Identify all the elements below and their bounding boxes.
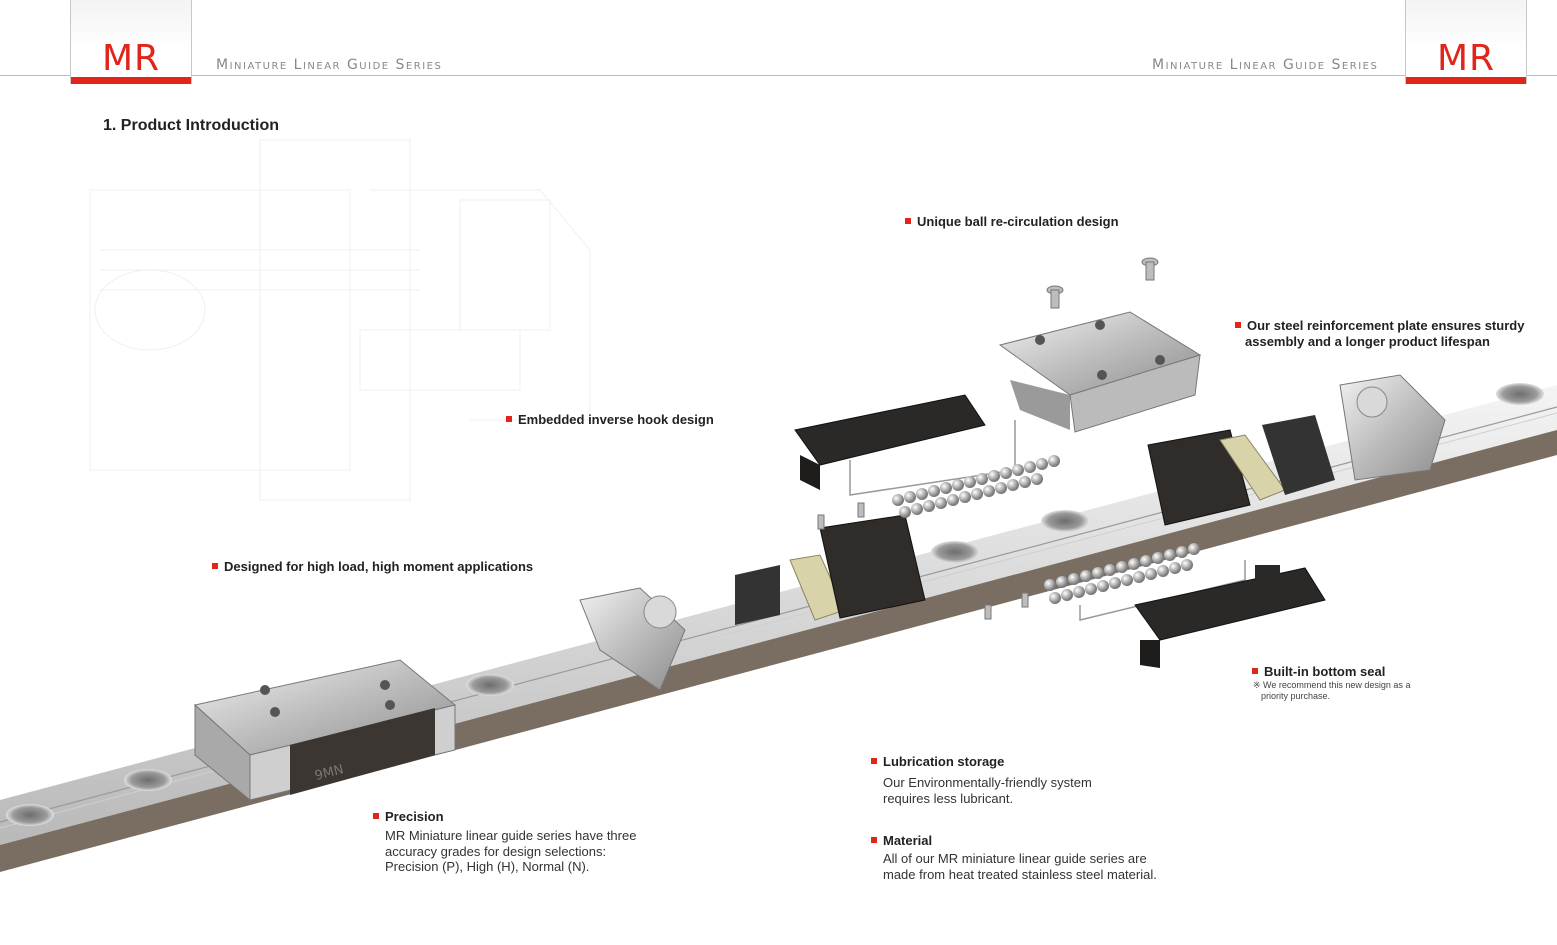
callout-precision: Precision xyxy=(373,809,444,824)
steel-balls-bottom xyxy=(1044,543,1246,621)
steel-top-plate xyxy=(998,311,1202,433)
bullet-icon xyxy=(506,416,512,422)
brand-tab-left: MR xyxy=(70,0,192,84)
callout-ball-recirculation: Unique ball re-circulation design xyxy=(905,214,1119,229)
callout-material: Material xyxy=(871,833,932,848)
block-model-mark: 9MN xyxy=(313,762,345,784)
header-rule xyxy=(0,75,1557,76)
assembled-carriage-block: 9MN xyxy=(193,659,457,802)
callout-reinforcement-line2: assembly and a longer product lifespan xyxy=(1245,334,1490,349)
steel-balls-top xyxy=(892,455,1060,518)
brand-logo-right: MR xyxy=(1436,38,1496,79)
screws xyxy=(817,257,1159,620)
series-title-right: Miniature Linear Guide Series xyxy=(1152,57,1379,73)
retainer-bottom-right xyxy=(1134,565,1326,668)
lubrication-desc-line2: requires less lubricant. xyxy=(883,791,1014,806)
bullet-icon xyxy=(871,837,877,843)
brand-tab-right: MR xyxy=(1405,0,1527,84)
callout-lubrication: Lubrication storage xyxy=(871,754,1004,769)
bullet-icon xyxy=(1235,322,1241,328)
background-sketch xyxy=(89,139,591,501)
bullet-icon xyxy=(905,218,911,224)
lubrication-desc-line1: Our Environmentally-friendly system xyxy=(883,775,1092,790)
brand-red-bar-left xyxy=(71,77,191,84)
callout-reinforcement: Our steel reinforcement plate ensures st… xyxy=(1235,318,1524,333)
retainer-top-left xyxy=(794,394,1016,496)
precision-desc-line3: Precision (P), High (H), Normal (N). xyxy=(385,859,590,874)
callout-high-load: Designed for high load, high moment appl… xyxy=(212,559,533,574)
bullet-icon xyxy=(1252,668,1258,674)
rail-end-cap xyxy=(579,587,686,691)
bottom-seal-note-line2: priority purchase. xyxy=(1261,691,1331,701)
bottom-seal-note-line1: ※ We recommend this new design as a xyxy=(1253,680,1411,690)
rail-holes xyxy=(6,383,1544,826)
bullet-icon xyxy=(871,758,877,764)
bullet-icon xyxy=(212,563,218,569)
brand-red-bar-right xyxy=(1406,77,1526,84)
callout-inverse-hook: Embedded inverse hook design xyxy=(506,412,714,427)
section-title: 1. Product Introduction xyxy=(103,117,279,134)
callout-bottom-seal: Built-in bottom seal xyxy=(1252,664,1385,679)
material-desc-line1: All of our MR miniature linear guide ser… xyxy=(883,851,1147,866)
material-desc-line2: made from heat treated stainless steel m… xyxy=(883,867,1157,882)
right-end-cap xyxy=(1339,374,1446,481)
end-seal-parts-left xyxy=(735,514,926,625)
precision-desc-line1: MR Miniature linear guide series have th… xyxy=(385,828,637,843)
precision-desc-line2: accuracy grades for design selections: xyxy=(385,844,607,859)
bullet-icon xyxy=(373,813,379,819)
series-title-left: Miniature Linear Guide Series xyxy=(216,57,443,73)
brand-logo-left: MR xyxy=(101,38,161,79)
end-seal-parts-right xyxy=(1147,415,1335,526)
